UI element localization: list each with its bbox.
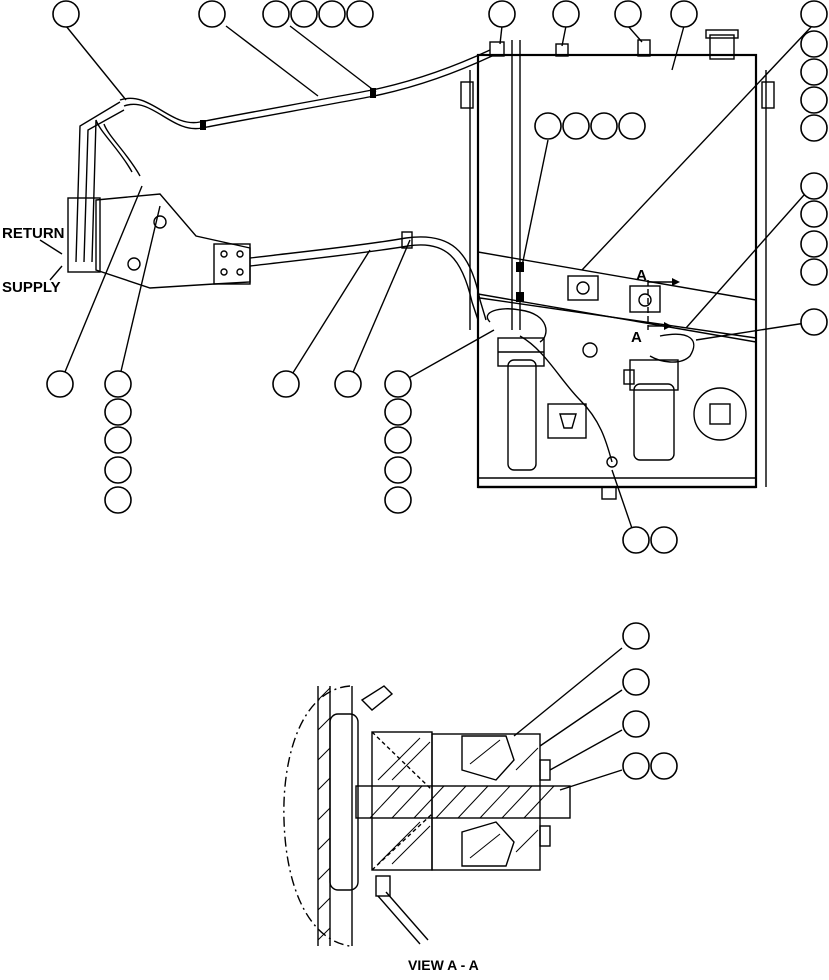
- callout-balloon: [590, 112, 618, 140]
- return-label: RETURN: [2, 225, 65, 242]
- callout-balloon: [104, 426, 132, 454]
- sight-gauge: [693, 387, 747, 441]
- callout-balloon: [622, 622, 650, 650]
- port-plug: [582, 342, 598, 358]
- callout-balloon: [622, 526, 650, 554]
- callout-balloon: [346, 0, 374, 28]
- callout-balloon: [800, 86, 828, 114]
- callout-balloon: [800, 258, 828, 286]
- hydraulic-tank: [460, 29, 775, 500]
- callout-balloon: [262, 0, 290, 28]
- hose-end-fitting: [606, 456, 618, 468]
- vertical-lines: [75, 101, 141, 263]
- section-view: [283, 622, 678, 947]
- callout-balloon: [670, 0, 698, 28]
- section-marker: A A: [631, 267, 680, 346]
- callout-balloon: [384, 456, 412, 484]
- mounting-strip: [477, 251, 757, 343]
- callout-balloon: [384, 486, 412, 514]
- callout-balloon: [622, 752, 650, 780]
- callout-balloon: [552, 0, 580, 28]
- return-filter: [497, 337, 545, 471]
- callout-balloon: [800, 114, 828, 142]
- callout-balloon: [318, 0, 346, 28]
- callout-balloon: [272, 370, 300, 398]
- sensor-harness: [649, 333, 695, 363]
- drain-hose: [519, 335, 613, 463]
- callout-balloon: [290, 0, 318, 28]
- vertical-tube: [511, 40, 524, 330]
- callout-balloon: [622, 710, 650, 738]
- callout-balloon: [800, 0, 828, 28]
- bracket-plate: [67, 193, 251, 289]
- callout-balloon: [618, 112, 646, 140]
- pressure-filter: [623, 359, 679, 461]
- callout-balloon: [104, 486, 132, 514]
- upper-pipe: [119, 49, 493, 130]
- callout-balloon: [52, 0, 80, 28]
- callout-balloon: [104, 398, 132, 426]
- callout-balloon: [562, 112, 590, 140]
- callout-balloon: [334, 370, 362, 398]
- callout-balloon: [800, 58, 828, 86]
- callout-balloons-upper: [46, 0, 828, 554]
- callout-balloon: [198, 0, 226, 28]
- return-leader: [39, 239, 63, 255]
- leader-lines: [59, 25, 813, 541]
- callout-balloon: [800, 30, 828, 58]
- callout-balloon: [800, 308, 828, 336]
- callout-balloon: [800, 200, 828, 228]
- callout-balloon: [534, 112, 562, 140]
- callout-balloon: [650, 752, 678, 780]
- callout-balloon: [622, 668, 650, 696]
- callout-balloon: [384, 398, 412, 426]
- callout-balloon: [800, 230, 828, 258]
- section-label-top: A: [636, 267, 647, 284]
- callout-balloon: [46, 370, 74, 398]
- lower-pipe: [249, 231, 487, 321]
- callout-balloon: [104, 370, 132, 398]
- callout-balloon: [614, 0, 642, 28]
- callout-balloon: [384, 370, 412, 398]
- callout-balloon: [800, 172, 828, 200]
- callout-balloon: [488, 0, 516, 28]
- section-label-bottom: A: [631, 329, 642, 346]
- valve-block: [547, 403, 587, 439]
- callout-balloon: [104, 456, 132, 484]
- loop-hose: [486, 308, 547, 343]
- supply-leader: [49, 265, 63, 281]
- callout-balloon: [384, 426, 412, 454]
- view-caption: VIEW A - A: [408, 957, 479, 973]
- supply-label: SUPPLY: [2, 279, 61, 296]
- callout-balloon: [650, 526, 678, 554]
